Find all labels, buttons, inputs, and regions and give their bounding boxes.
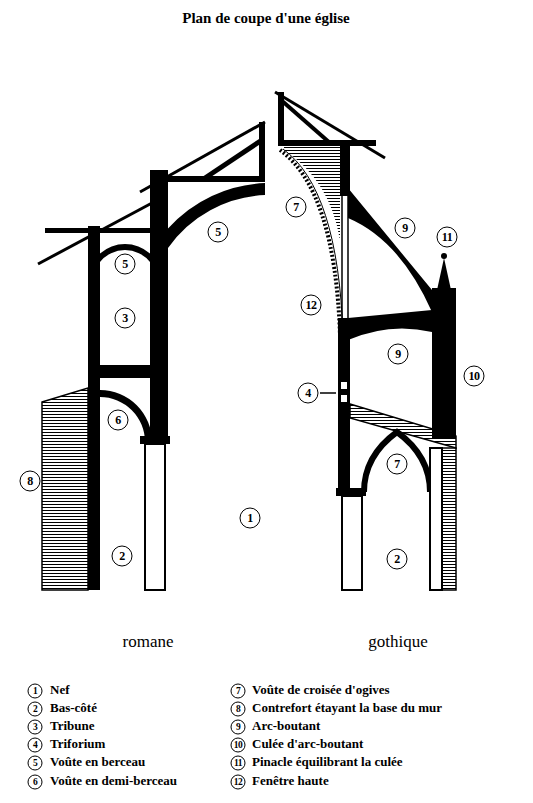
label-holder: 12: [301, 295, 322, 316]
callout-number: 4: [298, 383, 319, 404]
label-holder: 1: [240, 508, 261, 529]
label-holder: 9: [395, 218, 416, 239]
callout-number: 9: [231, 720, 246, 735]
legend-text: Contrefort étayant la base du mur: [252, 700, 442, 716]
legend-text: Voûte en demi-berceau: [50, 773, 177, 789]
label-holder: 5: [115, 254, 136, 275]
label-holder: 3: [28, 716, 43, 735]
callout-number: 6: [28, 775, 43, 790]
title-holder: Plan de coupe d'une église: [182, 9, 350, 27]
callout-number: 9: [388, 344, 409, 365]
label-holder: 9: [388, 344, 409, 365]
label-holder: 8: [20, 471, 41, 492]
callout-number: 12: [301, 295, 322, 316]
legend-holder: Fenêtre haute: [252, 771, 329, 789]
legend-text: Nef: [50, 682, 70, 698]
legend-holder: Pinacle équilibrant la culée: [252, 752, 403, 770]
label-holder: 10: [464, 366, 485, 387]
callout-number: 10: [464, 366, 485, 387]
legend-text: Voûte de croisée d'ogives: [252, 682, 390, 698]
legend-text: Voûte en berceau: [50, 754, 145, 770]
legend-holder: Culée d'arc-boutant: [252, 734, 363, 752]
callout-number: 1: [28, 684, 43, 699]
callout-number: 2: [112, 546, 133, 567]
callout-number: 7: [231, 684, 246, 699]
label-holder: 11: [437, 227, 458, 248]
label-holder: 6: [28, 771, 43, 790]
callout-number: 7: [286, 197, 307, 218]
callout-number: 3: [115, 308, 136, 329]
callout-number: 9: [395, 218, 416, 239]
label-holder: 8: [231, 698, 246, 717]
legend-holder: Triforium: [50, 734, 105, 752]
label-holder: 6: [108, 410, 129, 431]
callout-number: 2: [387, 549, 408, 570]
label-holder: 7: [387, 454, 408, 475]
callout-number: 6: [108, 410, 129, 431]
legend-holder: Voûte de croisée d'ogives: [252, 680, 390, 698]
legend-text: Bas-côté: [50, 700, 97, 716]
legend-text: Tribune: [50, 718, 95, 734]
legend-text: Triforium: [50, 736, 105, 752]
callout-number: 5: [208, 222, 229, 243]
legend-text: Arc-boutant: [252, 718, 320, 734]
callout-number: 8: [231, 702, 246, 717]
callout-number: 12: [231, 775, 246, 790]
label-holder: 4: [298, 383, 319, 404]
label-holder: romane: [123, 632, 174, 652]
label-holder: 12: [231, 771, 246, 790]
romanesque-section: [38, 122, 265, 590]
style-label: gothique: [368, 632, 428, 652]
legend-holder: Voûte en berceau: [50, 752, 145, 770]
label-holder: gothique: [368, 632, 428, 652]
legend-holder: Tribune: [50, 716, 95, 734]
callout-number: 3: [28, 720, 43, 735]
legend-holder: Bas-côté: [50, 698, 97, 716]
callout-number: 5: [115, 254, 136, 275]
label-holder: 5: [28, 752, 43, 771]
callout-number: 4: [28, 738, 43, 753]
label-holder: 2: [28, 698, 43, 717]
style-label: romane: [123, 632, 174, 652]
label-holder: 10: [231, 734, 246, 753]
label-holder: 1: [28, 680, 43, 699]
legend-text: Pinacle équilibrant la culée: [252, 754, 403, 770]
label-holder: 7: [286, 197, 307, 218]
label-holder: 2: [112, 546, 133, 567]
callout-number: 11: [231, 756, 246, 771]
label-holder: 5: [208, 222, 229, 243]
legend-holder: Nef: [50, 680, 70, 698]
label-holder: 9: [231, 716, 246, 735]
callout-number: 8: [20, 471, 41, 492]
gothic-section: [275, 92, 456, 590]
legend-holder: Voûte en demi-berceau: [50, 771, 177, 789]
legend-text: Culée d'arc-boutant: [252, 736, 363, 752]
callout-number: 1: [240, 508, 261, 529]
label-holder: 4: [28, 734, 43, 753]
callout-number: 2: [28, 702, 43, 717]
legend-text: Fenêtre haute: [252, 773, 329, 789]
callout-number: 11: [437, 227, 458, 248]
callout-number: 5: [28, 756, 43, 771]
label-holder: 2: [387, 549, 408, 570]
callout-number: 10: [231, 738, 246, 753]
legend-holder: Contrefort étayant la base du mur: [252, 698, 442, 716]
label-holder: 7: [231, 680, 246, 699]
callout-number: 7: [387, 454, 408, 475]
legend-holder: Arc-boutant: [252, 716, 320, 734]
diagram-title: Plan de coupe d'une église: [182, 10, 350, 27]
label-holder: 3: [115, 308, 136, 329]
label-holder: 11: [231, 752, 246, 771]
